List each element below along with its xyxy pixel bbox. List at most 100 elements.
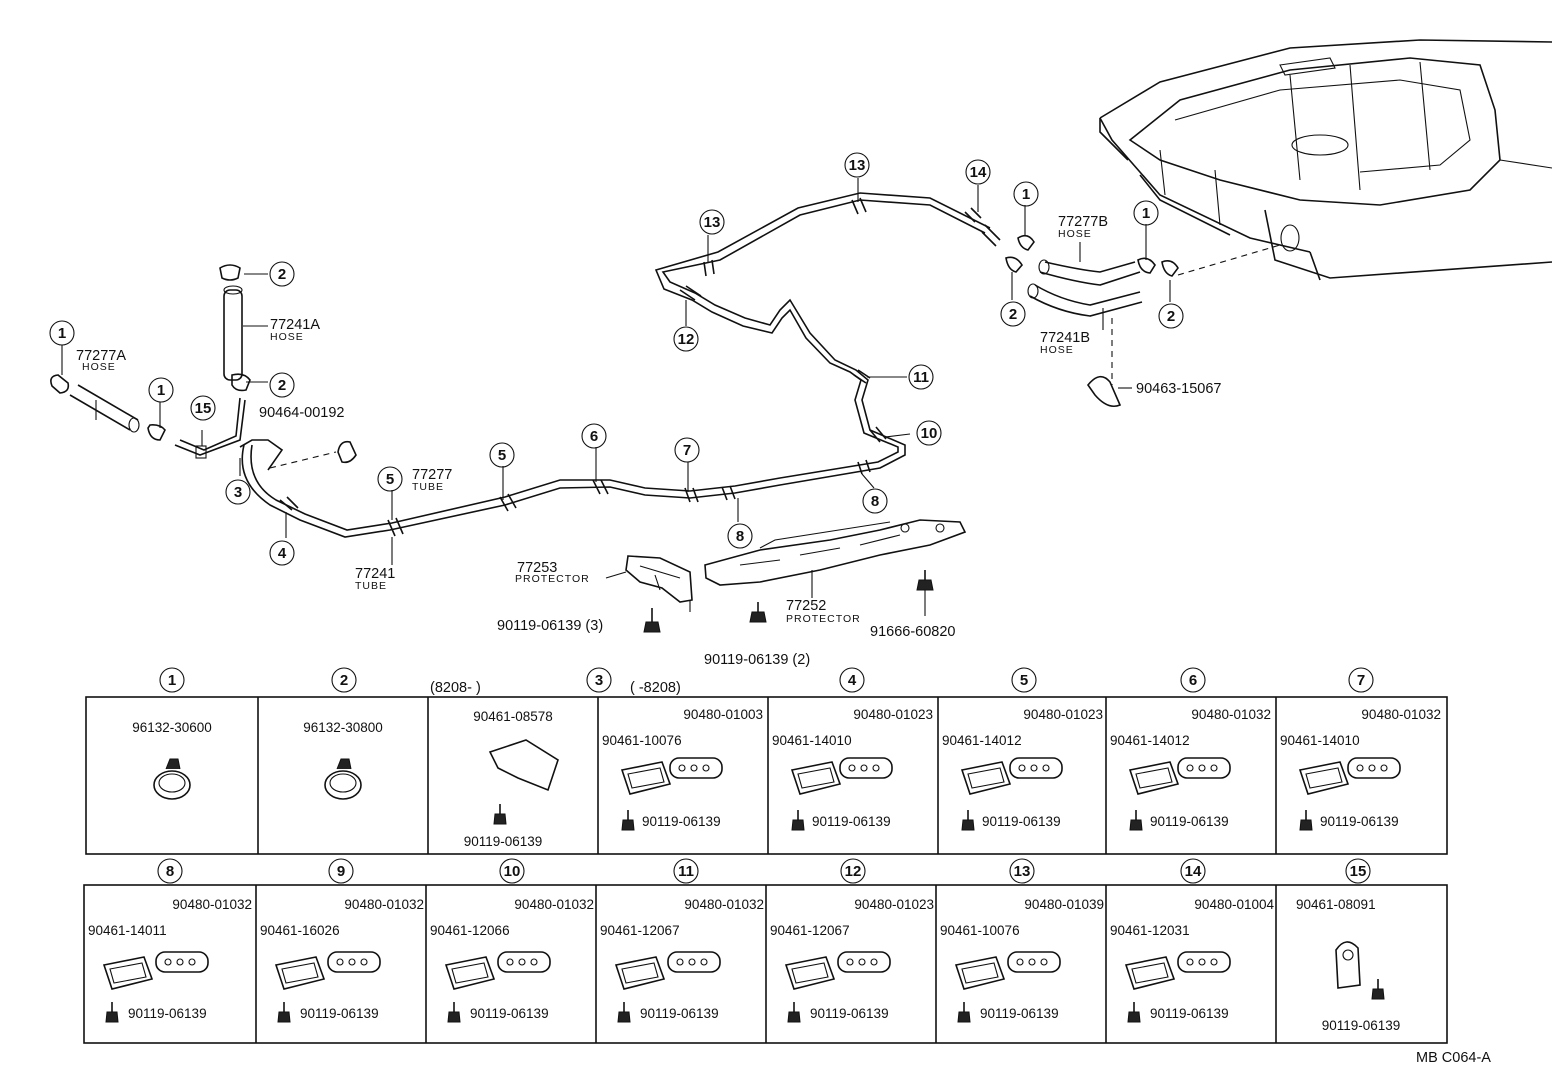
part-number-90119-06139-8: 90119-06139	[128, 1006, 207, 1021]
part-number-90461-12066-10: 90461-12066	[430, 923, 510, 938]
table-header-13-number: 13	[1014, 863, 1031, 880]
callout-upper-2-1-number: 2	[278, 266, 286, 283]
part-number-90480-01039-13: 90480-01039	[1024, 897, 1104, 912]
fuel-tube-77241	[239, 192, 991, 538]
table-header-5-number: 5	[1020, 672, 1028, 689]
table-header-1-number: 1	[168, 672, 176, 689]
table-header-15: 15	[1345, 858, 1371, 884]
callout-upper-13-16: 13	[699, 209, 725, 235]
cell-13: 90480-01039 90461-10076 90119-06139	[940, 897, 1104, 1023]
callout-upper-1-19-number: 1	[1022, 186, 1030, 203]
label-77253-sub: PROTECTOR	[515, 573, 590, 585]
clamp-left-1	[147, 424, 166, 441]
callout-upper-1-2: 1	[148, 377, 174, 403]
callout-upper-1-19: 1	[1013, 181, 1039, 207]
label-77241-sub: TUBE	[355, 580, 387, 592]
table-header-3-number: 3	[595, 672, 603, 689]
part-number-90119-06139-11: 90119-06139	[640, 1006, 719, 1021]
label-77277-sub: TUBE	[412, 481, 444, 493]
callout-upper-8-11: 8	[727, 523, 753, 549]
part-number-90119-06139-3b: 90119-06139	[642, 814, 721, 829]
strap-90463-15067	[1087, 375, 1122, 408]
callout-upper-12-15-number: 12	[678, 331, 695, 348]
part-number-90461-16026-9: 90461-16026	[260, 923, 340, 938]
table-header-4-number: 4	[848, 672, 857, 689]
hose-77277b	[1038, 259, 1141, 286]
part-number-90480-01032-6: 90480-01032	[1191, 707, 1271, 722]
callout-upper-10-13-number: 10	[921, 425, 938, 442]
cell-2: 96132-30800	[303, 720, 383, 800]
part-number-90461-12067-12: 90461-12067	[770, 923, 850, 938]
hose-77241b	[1027, 283, 1143, 317]
fuel-tank	[1099, 39, 1552, 281]
table-header-3: 3	[586, 667, 612, 693]
leader-lines	[61, 178, 1171, 616]
callout-upper-8-12-number: 8	[871, 493, 879, 510]
part-number-90480-01032-8: 90480-01032	[172, 897, 252, 912]
callout-upper-15-3-number: 15	[195, 400, 212, 417]
callout-upper-2-22-number: 2	[1167, 308, 1175, 325]
tube-15-section	[174, 397, 246, 459]
label-77277: 77277	[412, 467, 452, 483]
part-number-90461-12031-14: 90461-12031	[1110, 923, 1190, 938]
label-77241: 77241	[355, 566, 395, 582]
part-number-90119-06139-13: 90119-06139	[980, 1006, 1059, 1021]
part-number-90480-01023-12: 90480-01023	[854, 897, 934, 912]
hose-77241a	[219, 264, 251, 392]
label-bolt-2: 90119-06139 (2)	[704, 652, 810, 668]
callout-upper-13-17: 13	[844, 152, 870, 178]
table-header-15-number: 15	[1350, 863, 1367, 880]
table-header-2: 2	[331, 667, 357, 693]
table-header-6: 6	[1180, 667, 1206, 693]
table-header-14: 14	[1180, 858, 1206, 884]
callout-upper-2-1: 2	[269, 261, 295, 287]
callout-upper-1-0-number: 1	[58, 325, 66, 342]
callout-upper-1-21-number: 1	[1142, 205, 1150, 222]
part-number-90119-06139-10: 90119-06139	[470, 1006, 549, 1021]
label-77241b: 77241B	[1040, 330, 1090, 346]
callout-upper-7-10: 7	[674, 437, 700, 463]
clamp-90464-00192	[269, 440, 357, 469]
table-header-10-number: 10	[504, 863, 521, 880]
part-number-96132-30600: 96132-30600	[132, 720, 212, 735]
part-number-90119-06139-7: 90119-06139	[1320, 814, 1399, 829]
table-header-6-number: 6	[1189, 672, 1197, 689]
part-number-90461-10076-3b: 90461-10076	[602, 733, 682, 748]
part-number-90461-10076-13: 90461-10076	[940, 923, 1020, 938]
label-77277b: 77277B	[1058, 214, 1108, 230]
part-number-90119-06139-9: 90119-06139	[300, 1006, 379, 1021]
part-number-90480-01023-4: 90480-01023	[853, 707, 933, 722]
label-77241b-sub: HOSE	[1040, 344, 1074, 356]
callout-upper-1-0: 1	[49, 320, 75, 346]
table-header-14-number: 14	[1185, 863, 1202, 880]
part-number-90119-06139-15: 90119-06139	[1322, 1018, 1401, 1033]
bolts	[643, 570, 934, 633]
part-number-96132-30800: 96132-30800	[303, 720, 383, 735]
table-header-12: 12	[840, 858, 866, 884]
callout-upper-13-17-number: 13	[849, 157, 866, 174]
part-number-90480-01032-9: 90480-01032	[344, 897, 424, 912]
part-number-90461-08578: 90461-08578	[473, 709, 553, 724]
part-number-90480-01032-11: 90480-01032	[684, 897, 764, 912]
callout-upper-13-16-number: 13	[704, 214, 721, 231]
part-number-90119-06139-14: 90119-06139	[1150, 1006, 1229, 1021]
part-number-90480-01003-3b: 90480-01003	[683, 707, 763, 722]
table-header-8-number: 8	[166, 863, 174, 880]
label-91666-60820: 91666-60820	[870, 624, 955, 640]
callout-upper-3-5: 3	[225, 479, 251, 505]
part-number-90119-06139-6: 90119-06139	[1150, 814, 1229, 829]
callout-upper-8-11-number: 8	[736, 528, 744, 545]
callout-upper-5-8-number: 5	[498, 447, 506, 464]
cell-1: 96132-30600	[132, 720, 212, 800]
table-header-9-number: 9	[337, 863, 345, 880]
callout-upper-8-12: 8	[862, 488, 888, 514]
